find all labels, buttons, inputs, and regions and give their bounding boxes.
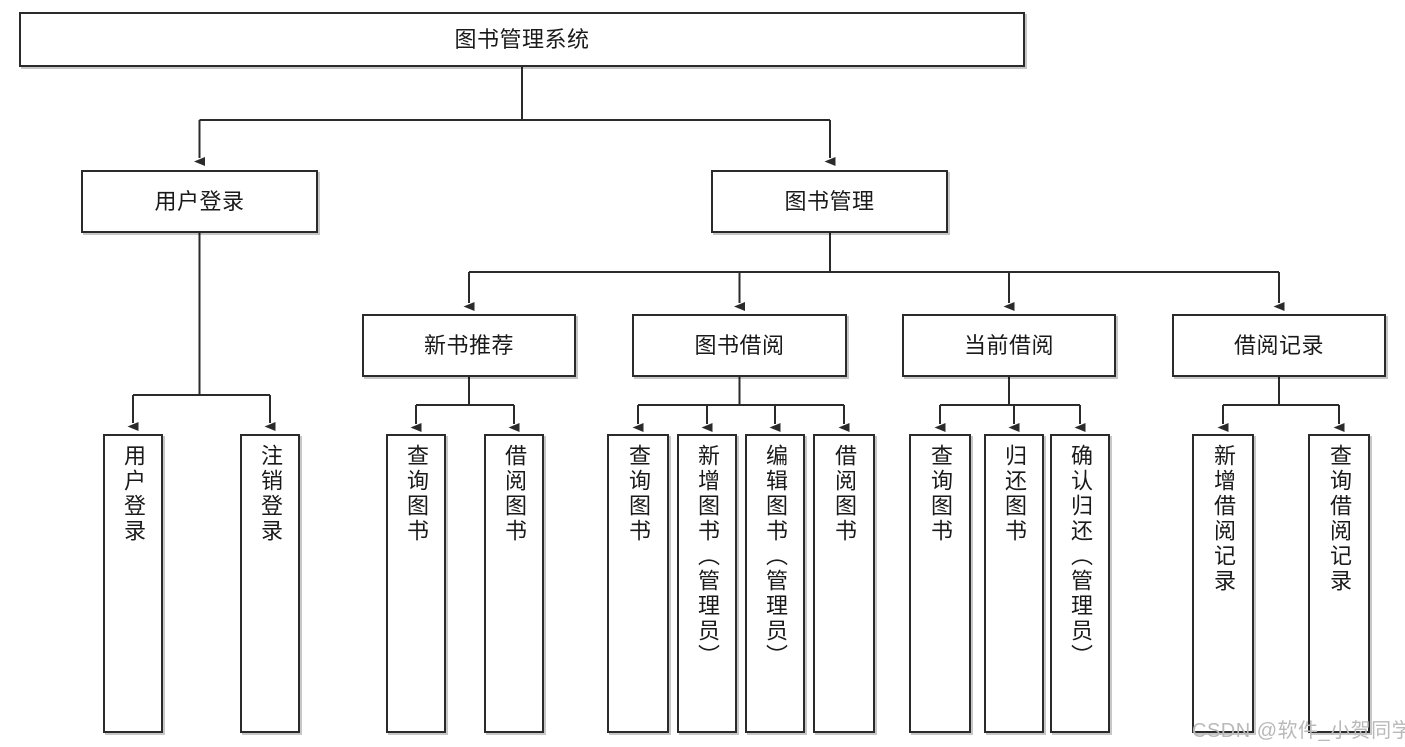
node-current-borrow-label: 当前借阅 xyxy=(963,332,1054,358)
node-current-borrow[interactable]: 当前借阅 xyxy=(902,314,1116,377)
node-leaf-borrow-book-1[interactable]: 借阅图书 xyxy=(484,434,544,733)
node-leaf-user-logout[interactable]: 注销登录 xyxy=(240,434,300,733)
node-book-manage[interactable]: 图书管理 xyxy=(711,170,948,233)
node-leaf-borrow-book-2[interactable]: 借阅图书 xyxy=(813,434,875,733)
node-leaf-add-book-label: 新增图书（管理员） xyxy=(695,444,720,669)
node-leaf-query-record[interactable]: 查询借阅记录 xyxy=(1308,434,1370,733)
node-leaf-query-book-1[interactable]: 查询图书 xyxy=(386,434,446,733)
node-leaf-query-book-3[interactable]: 查询图书 xyxy=(909,434,971,733)
node-borrow-record[interactable]: 借阅记录 xyxy=(1172,314,1386,377)
node-new-book-rec[interactable]: 新书推荐 xyxy=(362,314,576,377)
node-leaf-edit-book[interactable]: 编辑图书（管理员） xyxy=(745,434,805,733)
node-leaf-user-logout-label: 注销登录 xyxy=(258,444,283,544)
node-leaf-confirm-return-label: 确认归还（管理员） xyxy=(1068,444,1093,669)
node-leaf-return-book-label: 归还图书 xyxy=(1002,444,1027,544)
node-leaf-user-login-label: 用户登录 xyxy=(121,444,146,544)
node-root[interactable]: 图书管理系统 xyxy=(19,12,1025,67)
node-book-borrow-label: 图书借阅 xyxy=(694,332,785,358)
node-leaf-query-book-2-label: 查询图书 xyxy=(626,444,651,544)
node-user-login[interactable]: 用户登录 xyxy=(81,170,318,233)
node-leaf-confirm-return[interactable]: 确认归还（管理员） xyxy=(1050,434,1110,733)
node-borrow-record-label: 借阅记录 xyxy=(1233,332,1324,358)
node-leaf-return-book[interactable]: 归还图书 xyxy=(984,434,1044,733)
node-book-borrow[interactable]: 图书借阅 xyxy=(632,314,847,377)
node-leaf-query-record-label: 查询借阅记录 xyxy=(1327,444,1352,594)
node-leaf-add-record[interactable]: 新增借阅记录 xyxy=(1192,434,1254,733)
node-new-book-rec-label: 新书推荐 xyxy=(423,332,514,358)
node-root-label: 图书管理系统 xyxy=(454,26,590,52)
node-leaf-add-record-label: 新增借阅记录 xyxy=(1211,444,1236,594)
node-leaf-edit-book-label: 编辑图书（管理员） xyxy=(763,444,788,669)
node-leaf-query-book-3-label: 查询图书 xyxy=(928,444,953,544)
node-user-login-label: 用户登录 xyxy=(154,188,245,214)
node-leaf-borrow-book-1-label: 借阅图书 xyxy=(502,444,527,544)
node-leaf-borrow-book-2-label: 借阅图书 xyxy=(832,444,857,544)
node-book-manage-label: 图书管理 xyxy=(784,188,875,214)
node-leaf-add-book[interactable]: 新增图书（管理员） xyxy=(677,434,737,733)
node-leaf-query-book-2[interactable]: 查询图书 xyxy=(607,434,669,733)
node-leaf-query-book-1-label: 查询图书 xyxy=(404,444,429,544)
node-leaf-user-login[interactable]: 用户登录 xyxy=(103,434,163,733)
